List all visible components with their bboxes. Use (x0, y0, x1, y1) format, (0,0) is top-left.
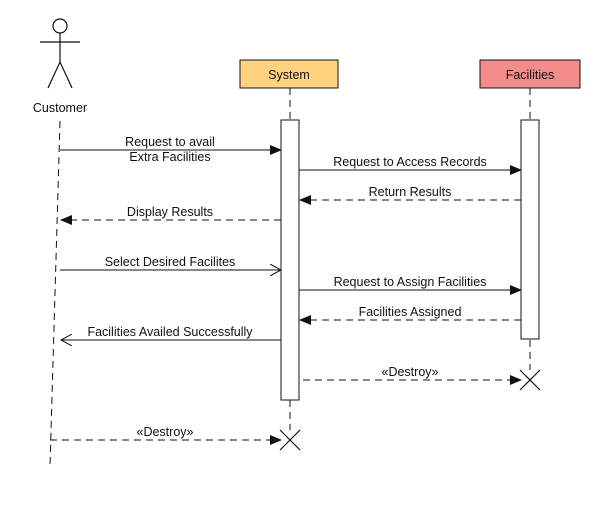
customer-actor[interactable]: Customer (33, 18, 87, 115)
message-request-to-avail-line2: Extra Facilities (129, 150, 210, 164)
message-facilities-availed-label: Facilities Availed Successfully (87, 325, 253, 339)
message-return-results: Return Results (299, 185, 521, 205)
message-display-results: Display Results (60, 205, 281, 225)
system-participant[interactable]: System (239, 59, 339, 89)
message-facilities-assigned-label: Facilities Assigned (359, 305, 462, 319)
message-select-desired-facilities: Select Desired Facilites (60, 255, 281, 270)
message-destroy-system: «Destroy» (50, 425, 282, 445)
message-facilities-availed: Facilities Availed Successfully (61, 325, 281, 340)
system-label: System (268, 68, 310, 82)
message-destroy-facilities: «Destroy» (303, 365, 522, 385)
message-return-results-label: Return Results (369, 185, 452, 199)
facilities-label: Facilities (506, 68, 555, 82)
system-activation-bar (280, 119, 300, 401)
actor-icon (40, 18, 80, 89)
facilities-participant[interactable]: Facilities (479, 59, 581, 89)
facilities-destroy-x-icon (519, 369, 541, 391)
message-request-access-records-label: Request to Access Records (333, 155, 487, 169)
facilities-activation-bar (520, 119, 540, 340)
customer-lifeline (49, 120, 61, 467)
message-destroy-system-label: «Destroy» (137, 425, 194, 439)
customer-label: Customer (33, 101, 87, 115)
system-destroy-x-icon (279, 429, 301, 451)
message-select-desired-facilities-label: Select Desired Facilites (105, 255, 236, 269)
message-request-access-records: Request to Access Records (299, 155, 522, 175)
message-request-assign-facilities: Request to Assign Facilities (299, 275, 522, 295)
message-facilities-assigned: Facilities Assigned (299, 305, 521, 325)
message-display-results-label: Display Results (127, 205, 213, 219)
message-request-assign-facilities-label: Request to Assign Facilities (334, 275, 487, 289)
message-destroy-facilities-label: «Destroy» (382, 365, 439, 379)
message-request-to-avail: Request to avail Extra Facilities (60, 135, 282, 164)
message-request-to-avail-line1: Request to avail (125, 135, 215, 149)
